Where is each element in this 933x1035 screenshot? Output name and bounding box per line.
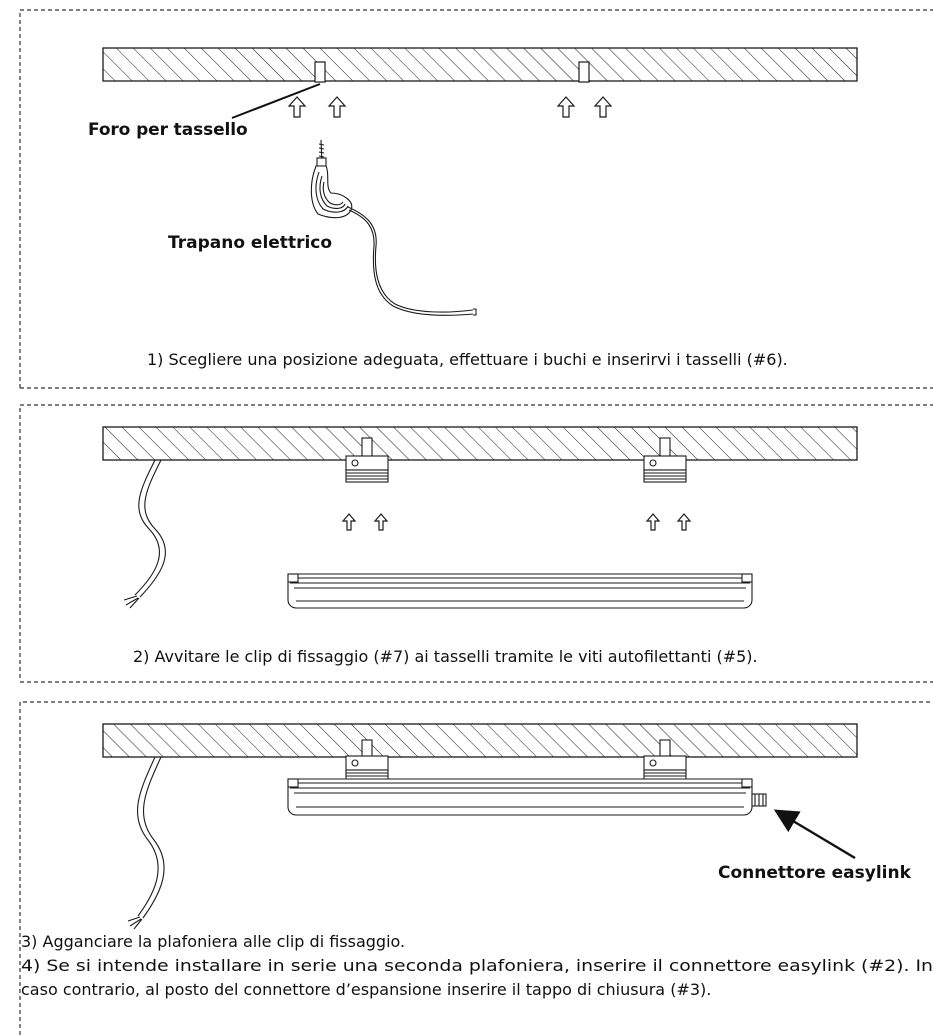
ceiling-hatched-3	[102, 723, 858, 758]
leader-line-foro	[231, 83, 321, 119]
label-connettore-easylink: Connettore easylink	[718, 863, 912, 883]
step-1-text: 1) Scegliere una posizione adeguata, eff…	[147, 350, 788, 369]
panel-2-frame	[19, 404, 933, 678]
electric-drill-icon	[310, 139, 477, 316]
up-arrow-icon	[287, 96, 613, 118]
step-4-text-line-2: caso contrario, al posto del connettore …	[21, 980, 711, 999]
power-cable-icon	[127, 756, 165, 930]
panel-1-frame	[19, 9, 933, 388]
mounting-clip-left	[345, 739, 389, 781]
ceiling-hatched-1	[102, 47, 858, 82]
ceiling-luminaire-3	[287, 778, 753, 816]
panel-step-1: Foro per tassello Trapano elettrico 1) S…	[19, 9, 933, 389]
panel-step-2: 2) Avvitare le clip di fissaggio (#7) ai…	[19, 404, 933, 683]
panel-3-frame	[19, 701, 933, 1035]
panel-step-3-4: Connettore easylink 3) Agganciare la pla…	[19, 701, 933, 1035]
step-4-text-line-1: 4) Se si intende installare in serie una…	[21, 956, 933, 975]
easylink-pointer-arrow	[773, 809, 856, 860]
mounting-clip-left	[345, 437, 389, 483]
easylink-connector-icon	[751, 793, 767, 807]
power-cable-icon	[123, 459, 166, 609]
label-trapano-elettrico: Trapano elettrico	[168, 233, 332, 253]
mounting-clip-right	[643, 437, 687, 483]
ceiling-luminaire-2	[287, 573, 753, 609]
mounting-clip-right	[643, 739, 687, 781]
drill-hole-right	[578, 61, 590, 83]
label-foro-per-tassello: Foro per tassello	[88, 120, 248, 140]
step-3-text: 3) Agganciare la plafoniera alle clip di…	[21, 932, 405, 951]
ceiling-hatched-2	[102, 426, 858, 461]
up-arrow-icon	[341, 513, 692, 531]
step-2-text: 2) Avvitare le clip di fissaggio (#7) ai…	[133, 647, 758, 666]
drill-hole-left	[314, 61, 326, 83]
